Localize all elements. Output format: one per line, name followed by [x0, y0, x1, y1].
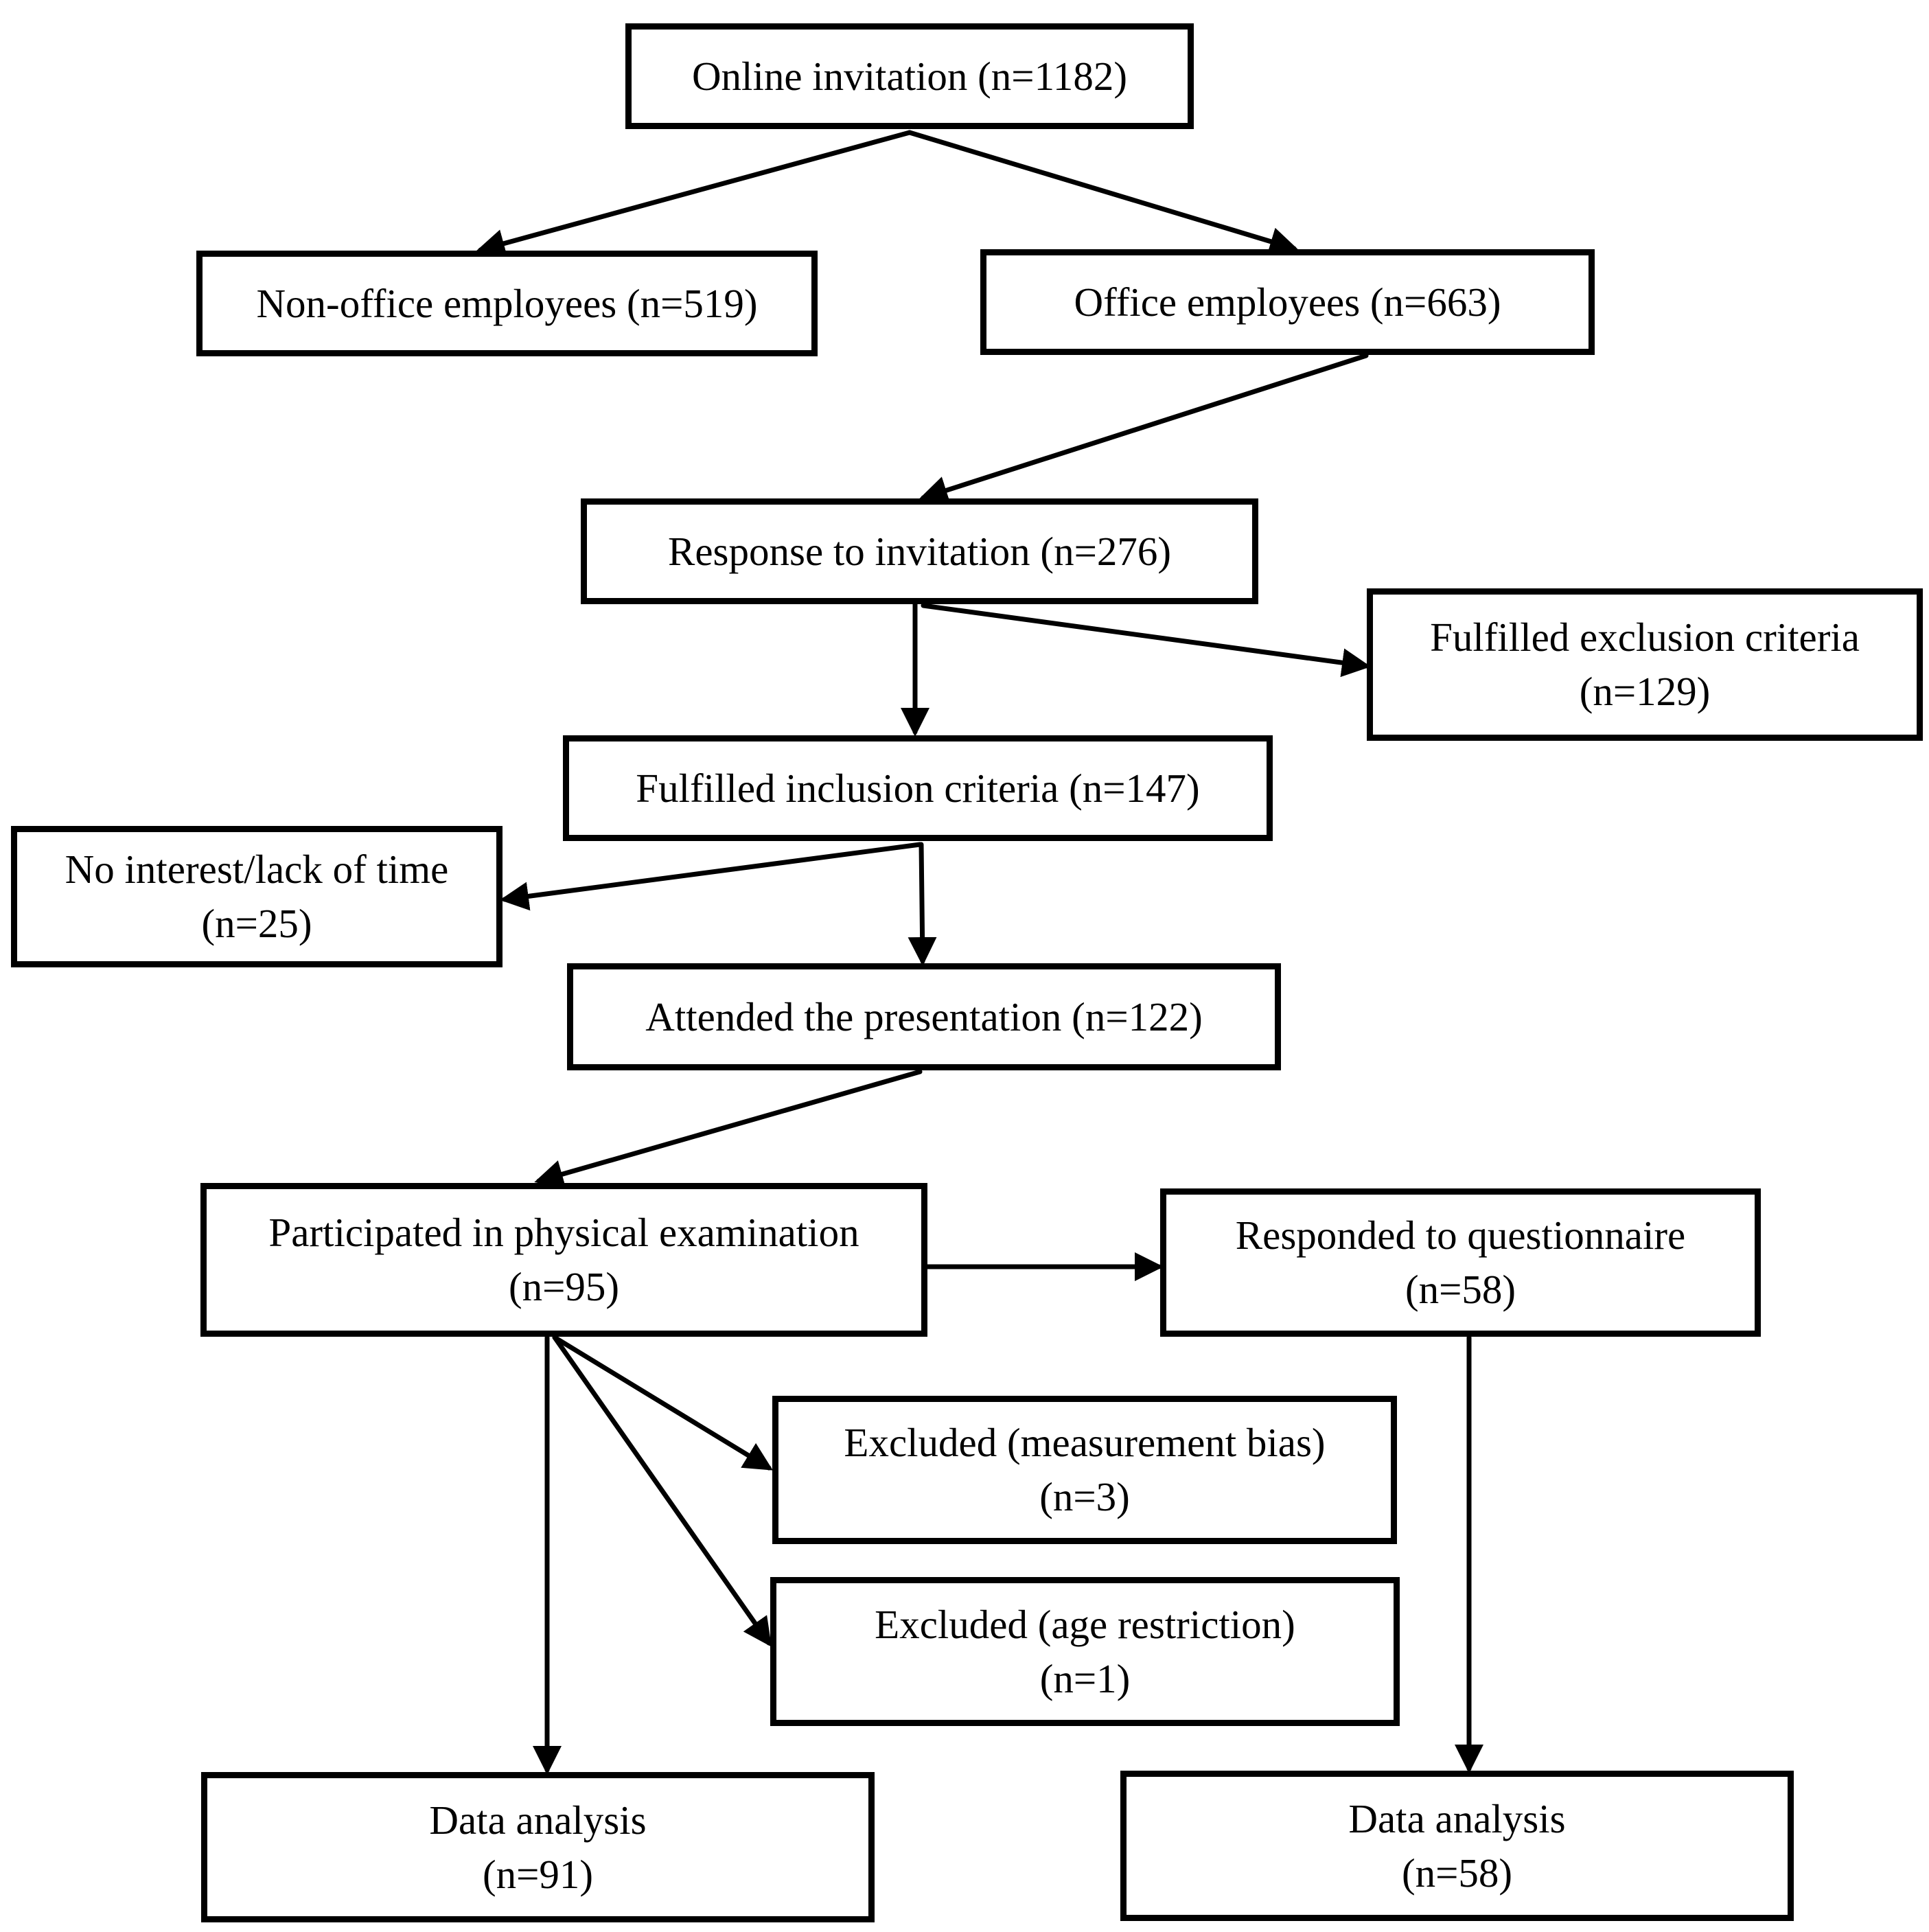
excluded-age-restriction-label: Excluded (age restriction) — [875, 1601, 1295, 1647]
excluded-age-restriction-count: (n=1) — [1039, 1655, 1131, 1701]
non-office-employees-box: Non-office employees (n=519) — [196, 251, 818, 356]
questionnaire-box: Responded to questionnaire (n=58) — [1160, 1188, 1761, 1337]
inclusion-criteria-label: Fulfilled inclusion criteria (n=147) — [636, 765, 1200, 811]
physical-examination-label: Participated in physical examination — [268, 1210, 859, 1255]
questionnaire-count: (n=58) — [1405, 1267, 1516, 1312]
no-interest-label: No interest/lack of time — [65, 847, 449, 892]
exclusion-criteria-count: (n=129) — [1579, 669, 1711, 714]
data-analysis-right-count: (n=58) — [1401, 1850, 1513, 1896]
exclusion-criteria-box: Fulfilled exclusion criteria (n=129) — [1367, 588, 1923, 741]
excluded-measurement-bias-label: Excluded (measurement bias) — [844, 1420, 1326, 1465]
excluded-age-restriction-box: Excluded (age restriction) (n=1) — [770, 1577, 1400, 1726]
arrow-online-to-nonoffice — [476, 130, 912, 258]
excluded-measurement-bias-box: Excluded (measurement bias) (n=3) — [772, 1396, 1397, 1544]
no-interest-count: (n=25) — [201, 901, 312, 946]
arrow-physical-to-excluded-bias — [552, 1335, 773, 1471]
data-analysis-left-box: Data analysis (n=91) — [201, 1772, 875, 1922]
questionnaire-label: Responded to questionnaire — [1235, 1212, 1686, 1258]
arrow-physical-to-excluded-age — [552, 1335, 772, 1647]
data-analysis-right-label: Data analysis — [1348, 1795, 1566, 1841]
physical-examination-count: (n=95) — [508, 1264, 620, 1309]
arrow-attended-to-physical — [534, 1069, 923, 1188]
arrow-response-to-exclusion — [921, 603, 1371, 678]
inclusion-criteria-box: Fulfilled inclusion criteria (n=147) — [563, 735, 1273, 841]
data-analysis-left-count: (n=91) — [482, 1851, 594, 1897]
non-office-employees-label: Non-office employees (n=519) — [256, 280, 758, 326]
excluded-measurement-bias-count: (n=3) — [1039, 1474, 1130, 1519]
exclusion-criteria-label: Fulfilled exclusion criteria — [1430, 614, 1860, 660]
online-invitation-label: Online invitation (n=1182) — [691, 53, 1128, 99]
arrow-inclusion-to-nointerest — [500, 842, 923, 911]
arrow-office-to-response — [919, 353, 1369, 505]
office-employees-box: Office employees (n=663) — [980, 249, 1595, 355]
arrow-online-to-office — [907, 130, 1299, 255]
office-employees-label: Office employees (n=663) — [1074, 279, 1501, 325]
response-to-invitation-label: Response to invitation (n=276) — [667, 528, 1171, 574]
attended-presentation-box: Attended the presentation (n=122) — [567, 963, 1281, 1070]
response-to-invitation-box: Response to invitation (n=276) — [581, 498, 1258, 604]
arrow-inclusion-to-attended — [908, 842, 937, 966]
data-analysis-right-box: Data analysis (n=58) — [1120, 1771, 1794, 1921]
physical-examination-box: Participated in physical examination (n=… — [200, 1183, 927, 1337]
data-analysis-left-label: Data analysis — [429, 1797, 647, 1843]
online-invitation-box: Online invitation (n=1182) — [625, 23, 1194, 129]
no-interest-box: No interest/lack of time (n=25) — [11, 826, 503, 967]
attended-presentation-label: Attended the presentation (n=122) — [645, 993, 1203, 1039]
